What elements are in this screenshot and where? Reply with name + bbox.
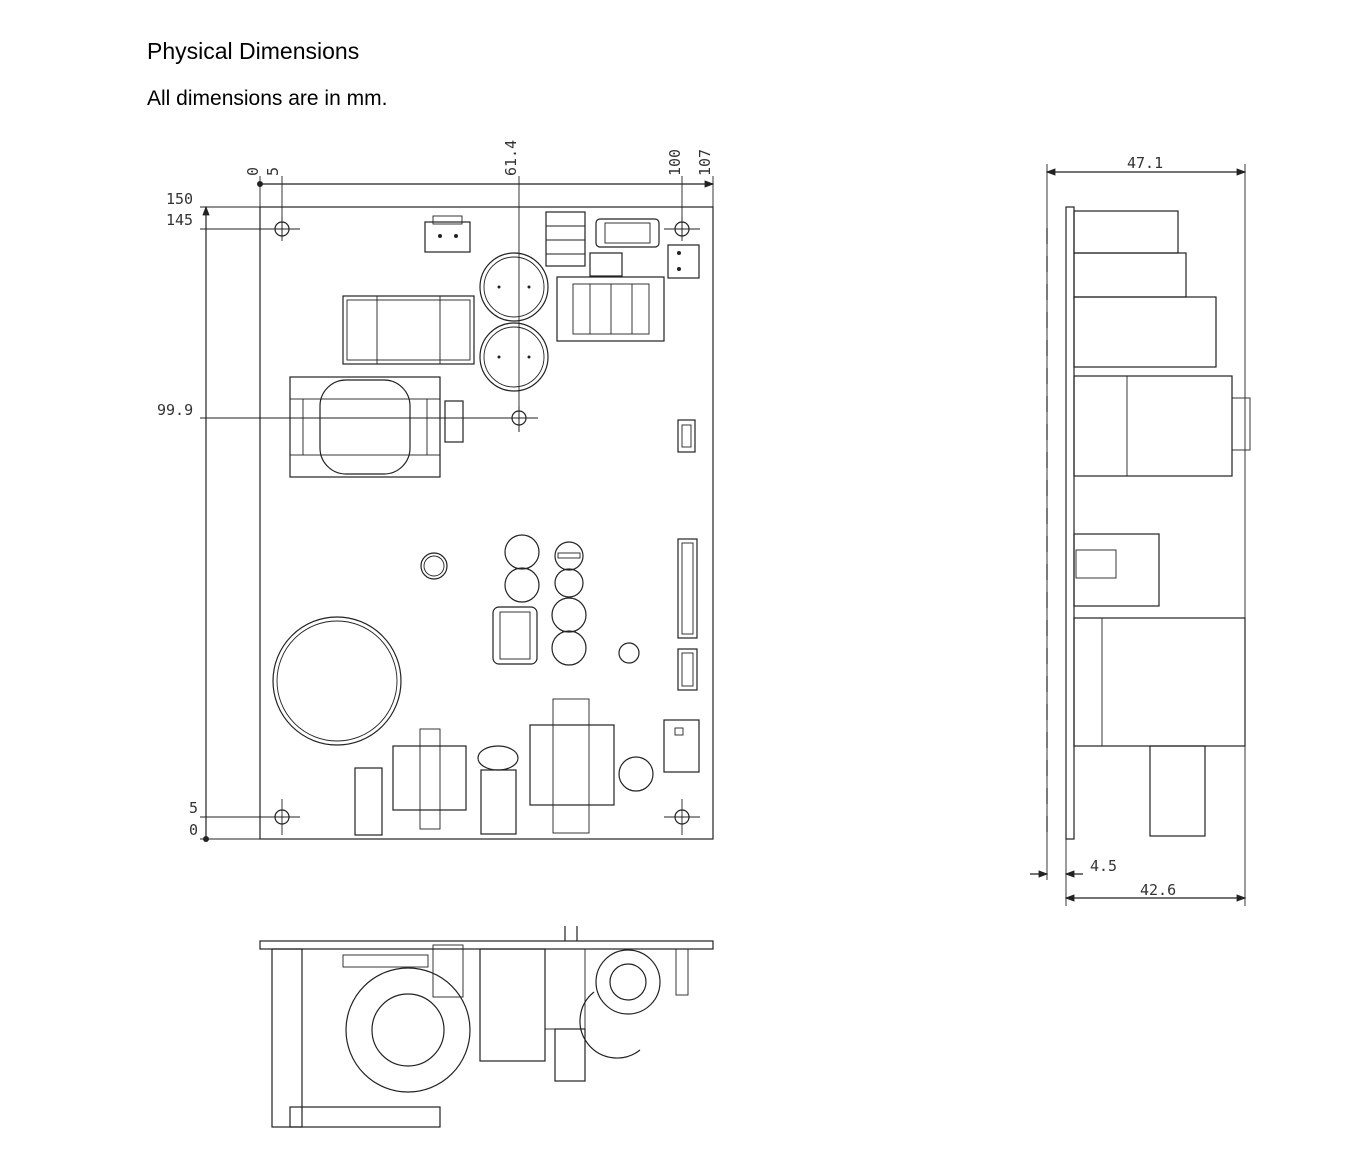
dim-y-150: 150 <box>166 190 193 208</box>
dim-x-61-4: 61.4 <box>502 140 520 176</box>
dim-y-5: 5 <box>189 799 198 817</box>
mounting-holes <box>270 217 700 835</box>
units-note: All dimensions are in mm. <box>147 87 388 110</box>
top-view: 0 5 61.4 100 107 150 145 99.9 5 0 <box>157 140 715 842</box>
dim-overall-height: 47.1 <box>1127 154 1163 172</box>
pcb-outline <box>259 206 714 840</box>
page-title: Physical Dimensions <box>147 38 360 64</box>
dim-x-0: 0 <box>244 167 262 176</box>
dim-x-5: 5 <box>264 167 282 176</box>
dim-component-height: 42.6 <box>1140 881 1176 899</box>
dim-y-0: 0 <box>189 821 198 839</box>
dim-y-145: 145 <box>166 211 193 229</box>
dim-y-99-9: 99.9 <box>157 401 193 419</box>
dim-x-100: 100 <box>666 149 684 176</box>
side-view: 47.1 4.5 42.6 <box>1030 154 1251 906</box>
dim-pin-length: 4.5 <box>1090 857 1117 875</box>
components <box>272 211 700 836</box>
dim-x-107: 107 <box>696 149 714 176</box>
front-view <box>259 926 714 1128</box>
